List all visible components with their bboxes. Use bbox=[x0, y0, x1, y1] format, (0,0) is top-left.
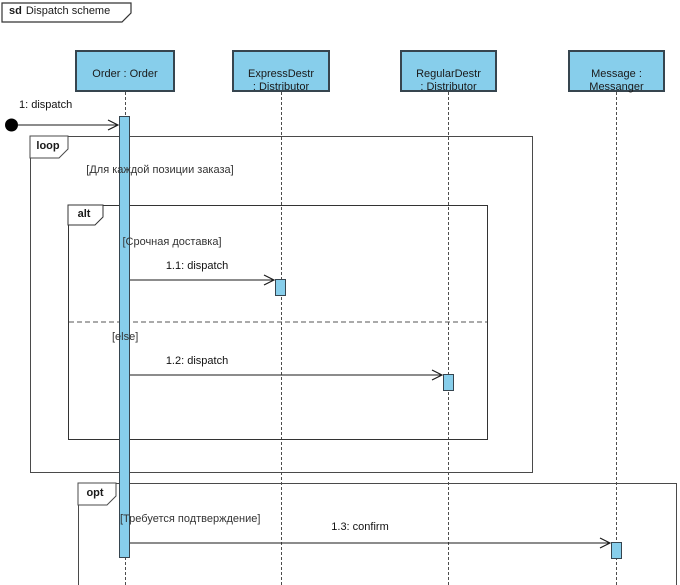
lifeline-header-regular-destr: RegularDestr : Distributor bbox=[400, 50, 497, 93]
opt-fragment-frame bbox=[78, 483, 677, 585]
found-message-start-icon bbox=[5, 118, 18, 132]
lifeline-label: ExpressDestr : Distributor bbox=[247, 68, 315, 93]
frame-title-tab-shape bbox=[1, 2, 132, 23]
lifeline-line-regular-destr bbox=[448, 92, 449, 585]
alt-operator-label: alt bbox=[77, 208, 91, 220]
activation-express-destr bbox=[275, 279, 286, 296]
activation-messanger bbox=[611, 542, 622, 559]
frame-keyword: sd bbox=[9, 5, 22, 17]
loop-operator-pentagon bbox=[29, 135, 69, 159]
message-label-1: 1: dispatch bbox=[19, 99, 73, 111]
message-label-1-1: 1.1: dispatch bbox=[165, 260, 229, 272]
loop-fragment-frame bbox=[30, 136, 533, 473]
lifeline-header-express-destr: ExpressDestr : Distributor bbox=[232, 50, 330, 93]
opt-operator-pentagon bbox=[77, 482, 117, 506]
alt-operator-pentagon bbox=[67, 204, 104, 226]
loop-guard: [Для каждой позиции заказа] bbox=[86, 164, 234, 176]
frame-title-tab bbox=[1, 2, 132, 23]
lifeline-line-express-destr bbox=[280, 92, 282, 585]
alt-guard-else: [else] bbox=[112, 331, 139, 343]
opt-guard: [Требуется подтверждение] bbox=[120, 513, 261, 525]
activation-order bbox=[119, 116, 130, 558]
lifeline-label: RegularDestr : Distributor bbox=[416, 68, 481, 93]
frame-title-label: Dispatch scheme bbox=[25, 5, 111, 17]
lifeline-header-order: Order : Order bbox=[75, 50, 175, 92]
message-label-1-3: 1.3: confirm bbox=[331, 521, 389, 533]
lifeline-label: Order : Order bbox=[92, 68, 158, 80]
lifeline-label: Message : Messanger bbox=[589, 68, 644, 93]
lifeline-header-messanger: Message : Messanger bbox=[568, 50, 665, 93]
alt-guard-if: [Срочная доставка] bbox=[122, 236, 222, 248]
lifeline-line-messanger bbox=[616, 92, 617, 585]
loop-operator-label: loop bbox=[36, 140, 60, 152]
message-label-1-2: 1.2: dispatch bbox=[165, 355, 229, 367]
activation-regular-destr bbox=[443, 374, 454, 391]
alt-fragment-frame bbox=[68, 205, 488, 440]
opt-operator-label: opt bbox=[86, 487, 104, 499]
